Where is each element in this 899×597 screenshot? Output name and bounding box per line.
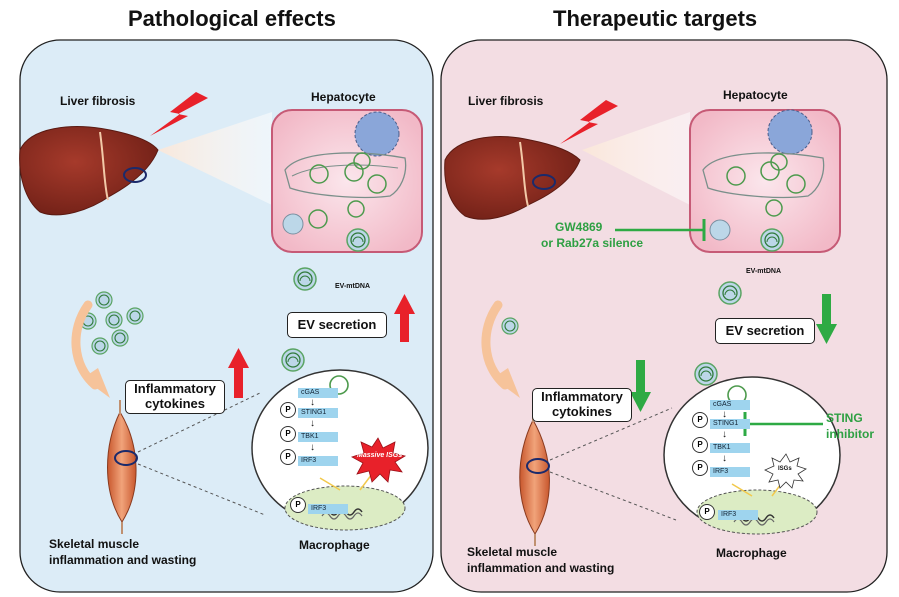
burst-icon bbox=[351, 437, 407, 483]
lightning-icon-right bbox=[560, 100, 618, 144]
liver-icon-right bbox=[444, 136, 581, 220]
irf3-nuclear-label-right: IRF3 bbox=[718, 510, 758, 520]
cytokines-line-2-right: cytokines bbox=[552, 404, 612, 419]
irf3-nuclear-label: IRF3 bbox=[308, 504, 348, 514]
phospho-icon: P bbox=[692, 412, 708, 428]
ev-secretion-box-right: EV secretion bbox=[715, 318, 815, 344]
burst-icon-right bbox=[764, 453, 807, 489]
phospho-icon: P bbox=[692, 460, 708, 476]
hepatocyte-cell bbox=[271, 109, 423, 253]
phospho-icon: P bbox=[699, 504, 715, 520]
skeletal-line-1-right: Skeletal muscle bbox=[467, 545, 558, 559]
right-panel-title: Therapeutic targets bbox=[553, 6, 758, 31]
tbk1-label: TBK1 bbox=[298, 432, 338, 442]
ev-mtdna-label: EV-mtDNA bbox=[335, 283, 371, 290]
cgas-label-right: cGAS bbox=[710, 400, 750, 410]
irf3-label: IRF3 bbox=[298, 456, 338, 466]
gw4869-inhibition bbox=[615, 219, 706, 241]
skeletal-line-2-right: inflammation and wasting bbox=[467, 561, 615, 575]
ev-secretion-box: EV secretion bbox=[287, 312, 387, 338]
left-panel-title: Pathological effects bbox=[128, 6, 336, 31]
hepatocyte-label: Hepatocyte bbox=[311, 90, 376, 104]
macrophage-cell bbox=[251, 348, 429, 531]
hepatocyte-cell-right bbox=[689, 109, 841, 253]
sting1-label-right: STING1 bbox=[710, 419, 750, 429]
isgs-label: ISGs bbox=[778, 466, 792, 472]
up-arrow-cytokines bbox=[228, 348, 249, 398]
macrophage-label-right: Macrophage bbox=[716, 546, 787, 560]
skeletal-line-1: Skeletal muscle bbox=[49, 537, 140, 551]
skeletal-line-2: inflammation and wasting bbox=[49, 553, 197, 567]
massive-isgs-label: Massive ISGs bbox=[357, 452, 403, 459]
cytokines-line-1-right: Inflammatory bbox=[541, 389, 623, 404]
inflammatory-cytokines-box-right: Inflammatory cytokines bbox=[532, 388, 632, 422]
liver-fibrosis-label-right: Liver fibrosis bbox=[468, 94, 544, 108]
irf3-label-right: IRF3 bbox=[710, 467, 750, 477]
muscle-icon bbox=[107, 400, 138, 534]
skeletal-muscle-label: Skeletal muscle inflammation and wasting bbox=[49, 536, 196, 568]
liver-fibrosis-label: Liver fibrosis bbox=[60, 94, 136, 108]
ev-mtdna-label-right: EV-mtDNA bbox=[746, 268, 782, 275]
vesicle-icon bbox=[293, 267, 317, 291]
up-arrow-ev bbox=[394, 294, 415, 342]
macrophage-label: Macrophage bbox=[299, 538, 370, 552]
tbk1-label-right: TBK1 bbox=[710, 443, 750, 453]
cytokines-line-1: Inflammatory bbox=[134, 381, 216, 396]
phospho-icon: P bbox=[280, 426, 296, 442]
sting-inhibitor-line-2: inhibitor bbox=[826, 427, 874, 441]
gw4869-line-2: or Rab27a silence bbox=[541, 236, 644, 250]
skeletal-muscle-label-right: Skeletal muscle inflammation and wasting bbox=[467, 544, 614, 576]
sting1-label: STING1 bbox=[298, 408, 338, 418]
phospho-icon: P bbox=[290, 497, 306, 513]
phospho-icon: P bbox=[280, 402, 296, 418]
inflammatory-cytokines-box: Inflammatory cytokines bbox=[125, 380, 225, 414]
down-arrow-ev bbox=[816, 294, 837, 344]
cgas-label: cGAS bbox=[298, 388, 338, 398]
lightning-icon bbox=[150, 92, 208, 136]
sting-inhibitor-line-1: STING bbox=[826, 411, 863, 425]
phospho-icon: P bbox=[692, 437, 708, 453]
sting-inhibitor-label: STING inhibitor bbox=[826, 410, 874, 442]
liver-icon bbox=[19, 126, 159, 216]
down-arrow-cytokines bbox=[630, 360, 651, 412]
phospho-icon: P bbox=[280, 449, 296, 465]
gw4869-line-1: GW4869 bbox=[555, 220, 603, 234]
cytokines-line-2: cytokines bbox=[145, 396, 205, 411]
hepatocyte-label-right: Hepatocyte bbox=[723, 88, 788, 102]
gw4869-label: GW4869 or Rab27a silence bbox=[541, 219, 643, 251]
